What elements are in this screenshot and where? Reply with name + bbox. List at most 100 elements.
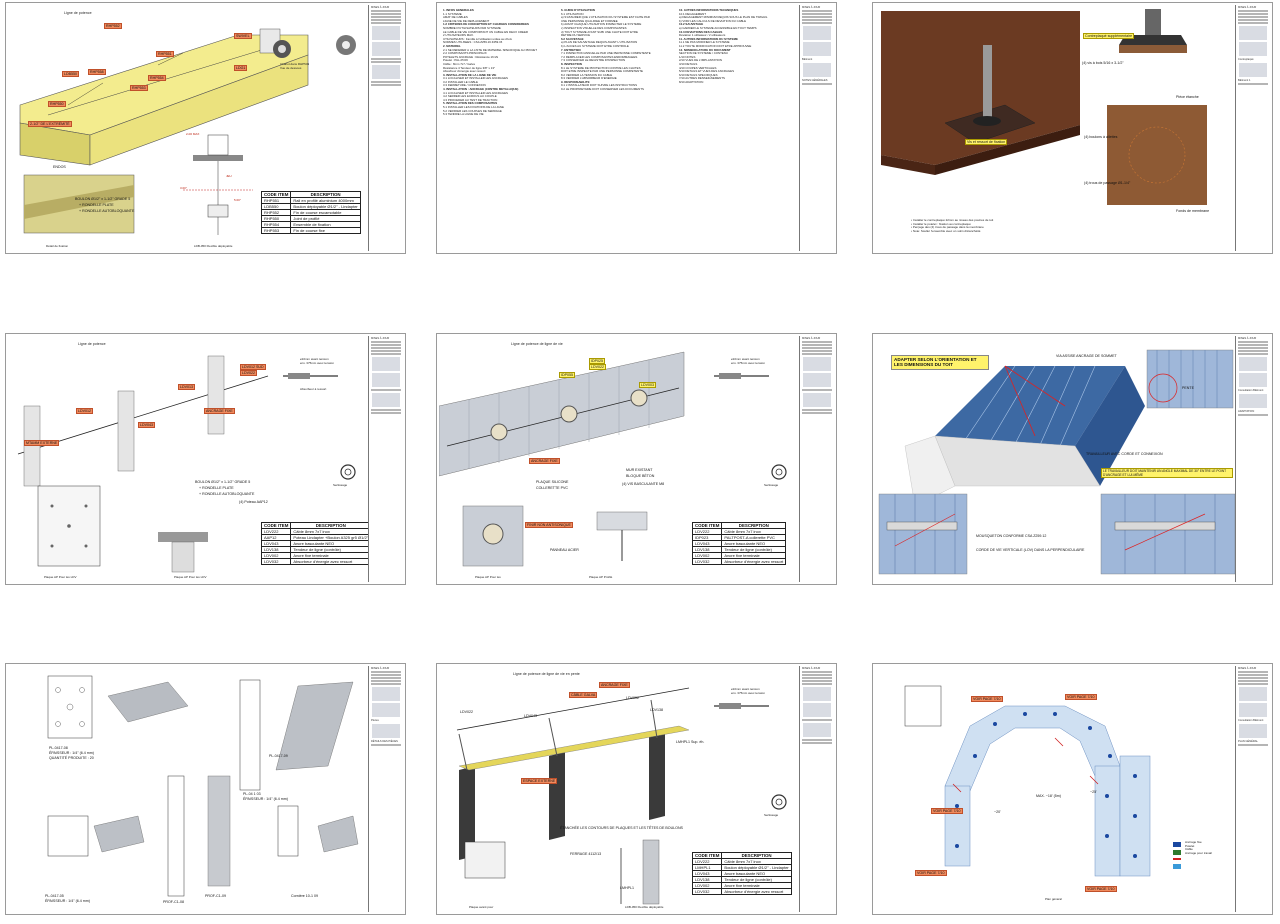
caption-plate-1: Plaque AP Pour les — [475, 575, 501, 579]
sheet-8-sloped-lifeline[interactable]: Ligne de potence de ligne de vie en pent… — [436, 663, 837, 915]
caption-detail: Détail de fixation — [46, 244, 69, 248]
roof-adaptation-drawing — [878, 349, 1236, 575]
callout-ldv002: LDV002 — [626, 696, 639, 700]
callout-external-space: ESPACE EXTERNE — [521, 778, 558, 784]
callout-membrane: Fonds de membrane — [1176, 209, 1210, 213]
callout-toggle: (4) VIS BASCULANTE M8 — [622, 482, 665, 486]
dimension-gap: JEU — [226, 174, 232, 178]
callout-ldv003: LDV003 — [639, 382, 656, 388]
part-label-2: PL-0417-09 — [269, 754, 288, 758]
callout-rhp550: RHP550 — [48, 101, 66, 107]
callout-fixed-anchor: ANCRAGE FIXE — [529, 458, 560, 464]
wall-drawing — [439, 351, 787, 567]
callout-toggle-bolts: (4) boulons à ailettes — [1084, 135, 1118, 139]
callout-finish: FINIR NON ANTISONIQUE — [525, 522, 573, 528]
sheet-1-potence-rail[interactable]: Ligne de potence RHP552 RHP551 LDB550 RH… — [5, 2, 406, 254]
callout-see-page-4: VOIR PAGE 7/10 — [915, 870, 947, 876]
absorber-length: ≥10mm avant tension — [731, 357, 760, 361]
part-thickness-1: ÉPAISSEUR : 1/4" (6.4 mm) — [49, 751, 94, 755]
callout-wall: MUR EXISTANT — [626, 468, 653, 472]
part-label-7: Cornière 10-1 09 — [291, 894, 318, 898]
absorber-length: ≥10mm avant tension — [300, 357, 329, 361]
callout-see-page-1: VOIR PAGE 7/10 — [971, 696, 1003, 702]
sheet-6-roof-adaptation[interactable]: ADAPTER SELON L'ORIENTATION ET LES DIMEN… — [872, 333, 1273, 585]
callout-lmhpl1-sup: LMHPL1 Sup. éh. — [676, 740, 705, 744]
absorber-length-tensioned: env. 375mm avec tension — [731, 691, 765, 695]
absorber-length-tensioned: env. 375mm avec tension — [731, 361, 765, 365]
callout-rhp551: RHP551 — [156, 51, 174, 57]
callout-ldb550: LDB550 — [62, 71, 79, 77]
sloped-drawing — [456, 687, 787, 905]
callout-ldg1: LDG1 — [234, 65, 248, 71]
sheet-7-parts[interactable]: PL-0417-08 ÉPAISSEUR : 1/4" (6.4 mm) QUA… — [5, 663, 406, 915]
part-thickness-5: ÉPAISSEUR : 1/4" (6.4 mm) — [45, 899, 90, 903]
callout-distance: 2-1/2" DE L'EXTRÉMITÉ — [28, 121, 72, 127]
title-block: MISES À JOUR — [368, 5, 403, 251]
absorber-caption: Absorbeur à ressort — [300, 387, 327, 391]
sheet-9-general-plan[interactable]: VOIR PAGE 7/10 VOIR PAGE 7/10 VOIR PAGE … — [872, 663, 1273, 915]
callout-fixed-anchor: ANCRAGE FIXE — [599, 682, 630, 688]
part-label-5: PL-0417-05 — [45, 894, 64, 898]
lifeline-drawing — [17, 355, 356, 573]
sheet-3-roof-anchor[interactable]: Contreplaqué supplémentaire (4) vis à bo… — [872, 2, 1273, 254]
caption-plate: Plaque avant pour — [469, 905, 494, 909]
caption-chariot: Chariot dans RHP549 — [280, 62, 310, 66]
callout-block: BLOQUE BÉTON — [626, 474, 655, 478]
sheet-5-wall-anchors[interactable]: Ligne de potence de ligne de vie IDP025 … — [436, 333, 837, 585]
callout-bolt: BOULON Ø1/2" x 1-1/2" GRADE 5 — [195, 480, 251, 484]
adaptation-title: ADAPTER SELON L'ORIENTATION ET LES DIMEN… — [891, 355, 989, 370]
callout-external: MTAMM EXTERNE — [24, 440, 60, 446]
title-block: MISES À JOUR — [799, 336, 834, 582]
callout-post: (4) Poteau AAP12 — [239, 500, 268, 504]
callout-ldv022: LDV022 — [240, 370, 257, 376]
callout-ldv012-sud: LDV012 SUD — [240, 364, 266, 370]
title-block: MISES À JOUR — [799, 666, 834, 912]
absorber-length: ≥10mm avant tension — [731, 687, 760, 691]
roof-anchor-drawing — [881, 9, 1207, 205]
callout-steel-panel: PANNEAU ACIER — [550, 548, 579, 552]
caption-plate-2: Plaque AP Pour les LDV — [174, 575, 207, 579]
callout-ldv043: LDV043 — [524, 714, 537, 718]
callout-endos: ENDOS — [53, 165, 66, 169]
callout-holes: (4) trous de passage Ø1-1/4" — [1084, 181, 1131, 185]
callout-washer: + RONDELLE PLATE — [199, 486, 234, 490]
installation-notes: • Installer le contreplaqué 22mm au nive… — [911, 218, 994, 233]
sheet-4-lifeline-posts[interactable]: Ligne de potence LDV012 SUD LDV022 LDV01… — [5, 333, 406, 585]
callout-plywood: Contreplaqué supplémentaire — [1083, 33, 1135, 39]
callout-rhp552: RHP552 — [104, 23, 122, 29]
crimp-caption: Sertissage — [333, 483, 348, 487]
callout-idp055: IDP055 — [559, 372, 575, 378]
part-label-4: PROF-C1-08 — [163, 900, 184, 904]
callout-cable: CÂBLE GALVA — [569, 692, 598, 698]
callout-bolt: BOULON Ø1/2" x 1-1/2" GRADE 5 — [75, 197, 131, 201]
callout-rhp553: RHP553 — [130, 85, 148, 91]
caption-ldb: LDB-050 Flexible déployable — [194, 244, 233, 248]
dimension-20: ~20' — [994, 810, 1001, 814]
callout-swivel: SWIVEL — [234, 33, 252, 39]
callout-lmhpl1: LMHPL1 — [620, 886, 634, 890]
crimp-caption: Sertissage — [764, 813, 779, 817]
callout-see-page-3: VOIR PAGE 7/10 — [931, 808, 963, 814]
part-label-1: PL-0417-08 — [49, 746, 68, 750]
callout-ferrage: FERRAGE 4112/13 — [570, 852, 602, 856]
dimension-5in: 5.00" — [234, 198, 241, 202]
callout-ldv012: LDV012 — [76, 408, 93, 414]
callout-slope: PENTE — [1182, 386, 1194, 390]
sheet-title: Ligne de potence — [78, 342, 106, 346]
callout-ridge-anchor: VIA ASSISE ANCRAGE DE SOMMET — [1056, 354, 1117, 358]
callout-see-page-2: VOIR PAGE 7/10 — [1065, 694, 1097, 700]
